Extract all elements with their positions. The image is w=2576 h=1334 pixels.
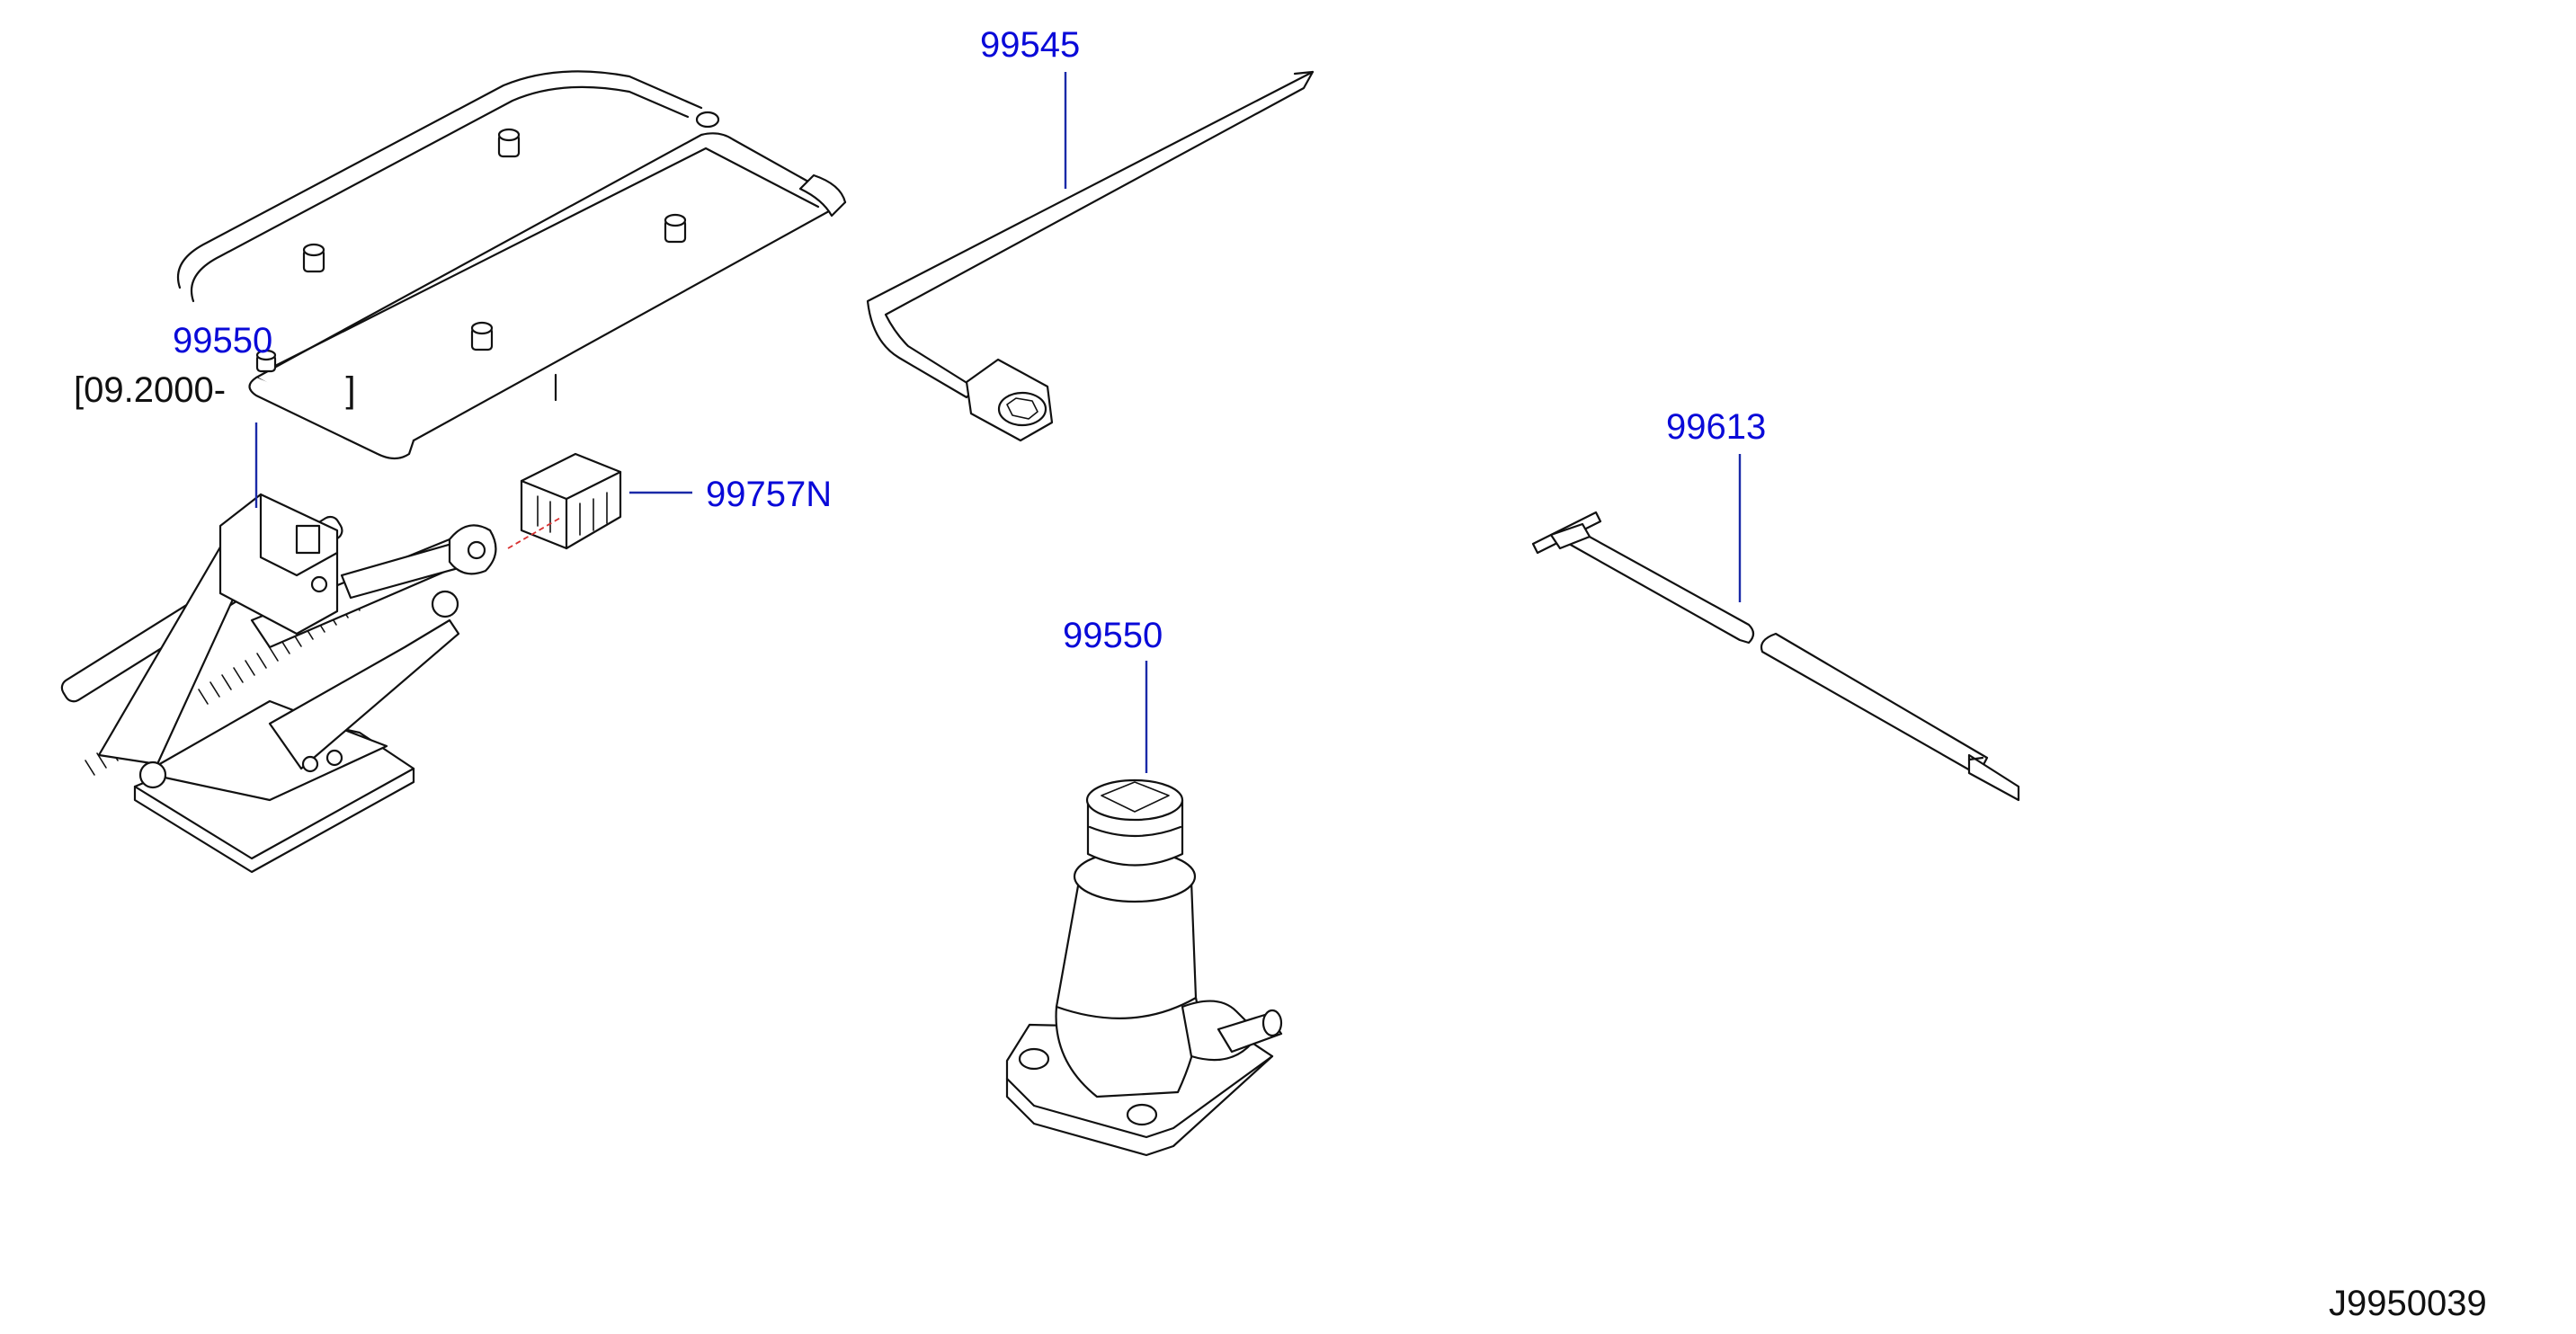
part-number-99613[interactable]: 99613: [1666, 407, 1766, 447]
date-range-note: [09.2000- ]: [74, 370, 356, 410]
part-number-99550-scissor-jack[interactable]: 99550: [173, 321, 272, 360]
scissor-jack-drawing: [60, 493, 497, 874]
jack-handle-adapter-drawing: [520, 452, 622, 550]
bottle-jack-drawing: [1005, 778, 1283, 1157]
leader-lines: [254, 72, 1742, 773]
wheel-nut-wrench-drawing: [866, 70, 1315, 442]
part-number-99550-bottle-jack[interactable]: 99550: [1063, 616, 1163, 655]
jack-storage-tray-drawing: [176, 70, 847, 460]
part-number-99757N[interactable]: 99757N: [706, 475, 832, 514]
part-labels: 99545 99550 [09.2000- ] 99757N 99550 996…: [74, 25, 2487, 1323]
part-number-99545[interactable]: 99545: [980, 25, 1080, 65]
jack-handle-rod-drawing: [1531, 511, 2020, 802]
drawing-reference-code: J9950039: [2329, 1284, 2487, 1323]
